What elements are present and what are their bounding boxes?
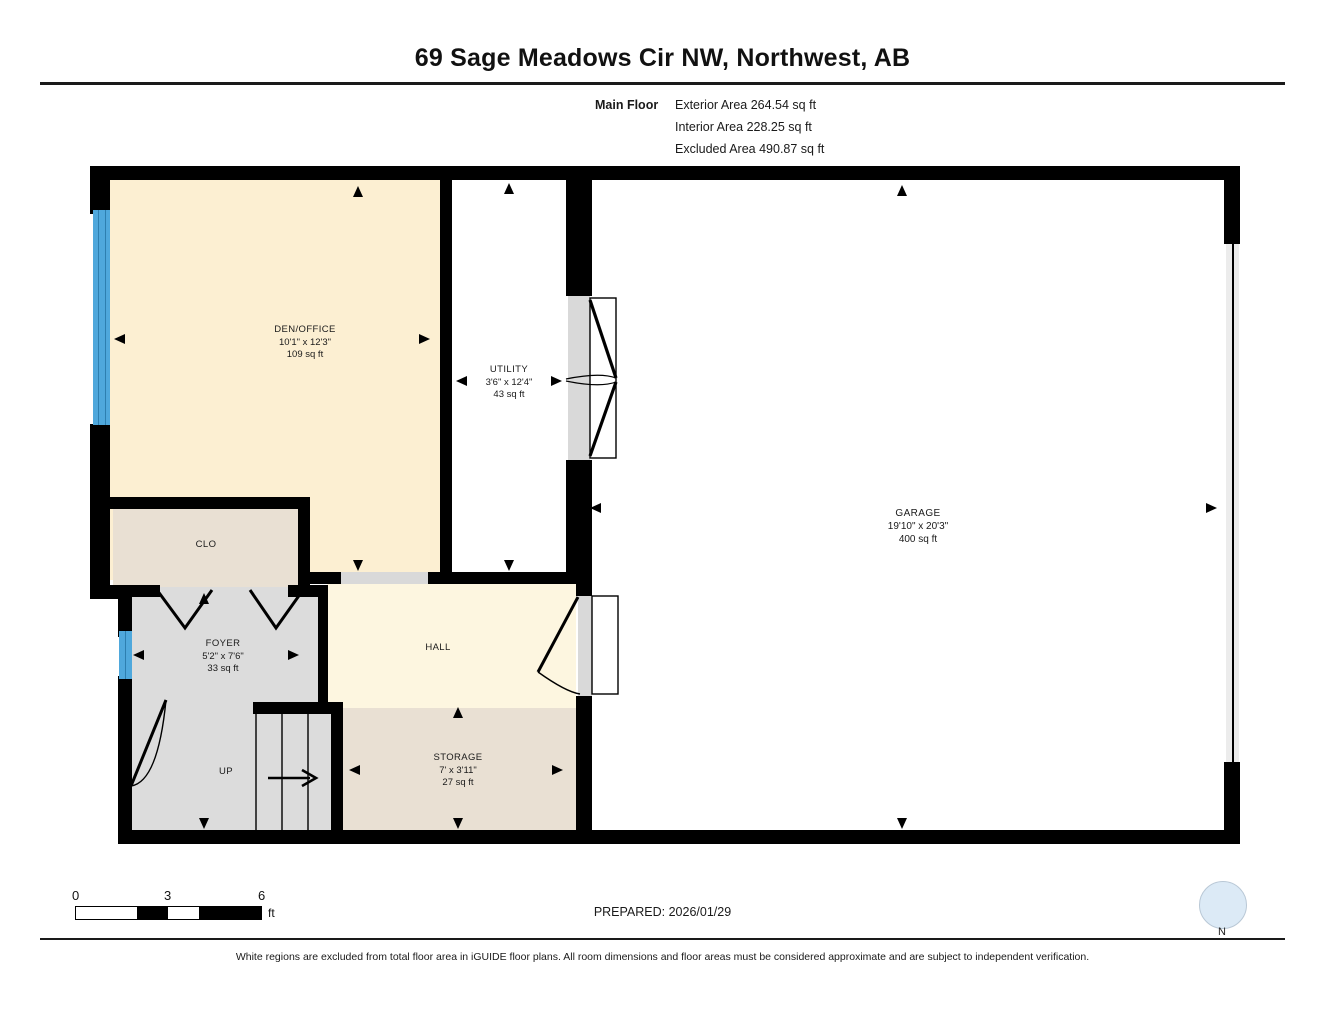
hall-name: HALL <box>425 642 451 653</box>
title-divider <box>40 82 1285 85</box>
den-office-dims: 10'1" x 12'3" <box>278 336 332 348</box>
dim-arrow-garage-left <box>590 503 601 513</box>
scale-seg-2 <box>199 907 261 919</box>
den-office-area: 109 sq ft <box>286 349 324 360</box>
wall-hall-left <box>318 585 328 710</box>
room-label-utility: UTILITY 3'6" x 12'4" 43 sq ft <box>429 364 589 402</box>
wall-exterior-top <box>90 166 1240 180</box>
wall-exterior-left-lower <box>118 587 132 637</box>
disclaimer-text: White regions are excluded from total fl… <box>235 951 1090 963</box>
scale-unit-label: ft <box>268 906 275 920</box>
dim-arrow-den-right <box>419 334 430 344</box>
window-foyer-left-mull <box>125 631 126 679</box>
storage-name: STORAGE <box>433 752 483 763</box>
wall-storage-left <box>331 702 343 832</box>
floor-label: Main Floor <box>595 98 659 112</box>
storage-dims: 7' x 3'11" <box>439 764 477 776</box>
stairs-up-text: UP <box>219 766 233 777</box>
room-label-storage: STORAGE 7' x 3'11" 27 sq ft <box>378 752 538 790</box>
foyer-dims: 5'2" x 7'6" <box>202 650 244 662</box>
dim-arrow-utility-right <box>551 376 562 386</box>
utility-name: UTILITY <box>489 364 529 375</box>
prepared-date: PREPARED: 2026/01/29 <box>593 905 732 919</box>
den-office-name: DEN/OFFICE <box>274 324 336 335</box>
scale-tick-3: 3 <box>164 888 172 903</box>
garage-dims: 19'10" x 20'3" <box>887 521 949 532</box>
stairs-fill <box>255 710 335 832</box>
excluded-area-text: Excluded Area 490.87 sq ft <box>675 142 825 156</box>
room-label-garage: GARAGE 19'10" x 20'3" 400 sq ft <box>828 507 1008 546</box>
dim-arrow-foyer-right <box>288 650 299 660</box>
dim-arrow-utility-bottom <box>504 560 514 571</box>
scale-seg-1 <box>137 907 168 919</box>
room-label-foyer: FOYER 5'2" x 7'6" 33 sq ft <box>143 638 303 676</box>
dim-arrow-foyer-top <box>199 593 209 604</box>
wall-hall-right-lower <box>576 696 592 842</box>
wall-exterior-left-upper <box>90 166 110 214</box>
room-utility-fill <box>452 178 566 580</box>
dim-arrow-den-top <box>353 186 363 197</box>
wall-closet-bottom-left <box>118 585 160 597</box>
room-garage-fill <box>592 178 1224 828</box>
dim-arrow-storage-right <box>552 765 563 775</box>
compass-north-label: N <box>1218 926 1226 938</box>
room-label-hall: HALL <box>378 642 498 655</box>
wall-exterior-left-bottom <box>118 676 132 842</box>
den-opening-panel <box>341 572 428 584</box>
footer-divider <box>40 938 1285 940</box>
dim-arrow-foyer-bottom <box>199 818 209 829</box>
room-closet-fill <box>113 507 299 587</box>
room-label-den-office: DEN/OFFICE 10'1" x 12'3" 109 sq ft <box>215 324 395 362</box>
dim-arrow-den-left <box>114 334 125 344</box>
dim-arrow-utility-top <box>504 183 514 194</box>
garage-entry-door-panel <box>578 596 592 696</box>
dim-arrow-foyer-left <box>133 650 144 660</box>
exterior-area-text: Exterior Area 264.54 sq ft <box>675 98 817 112</box>
scale-bar <box>75 906 262 920</box>
wall-den-bottom-2 <box>428 572 576 584</box>
scale-tick-6: 6 <box>258 888 266 903</box>
wall-utility-notch <box>566 260 592 296</box>
utility-area: 43 sq ft <box>493 389 525 400</box>
closet-name: CLO <box>195 539 217 550</box>
window-den-left <box>93 210 110 425</box>
scale-tick-0: 0 <box>72 888 80 903</box>
wall-closet-top <box>104 497 310 509</box>
wall-closet-right <box>298 497 310 589</box>
garage-area: 400 sq ft <box>898 534 938 545</box>
wall-hall-right-upper <box>576 580 592 596</box>
dim-arrow-utility-left <box>456 376 467 386</box>
page-title: 69 Sage Meadows Cir NW, Northwest, AB <box>414 44 911 72</box>
utility-dims: 3'6" x 12'4" <box>485 376 533 388</box>
dim-arrow-garage-right <box>1206 503 1217 513</box>
wall-stairs-top <box>253 702 343 714</box>
room-label-closet: CLO <box>126 539 286 552</box>
dim-arrow-garage-bottom <box>897 818 907 829</box>
garage-door-line <box>1232 244 1234 762</box>
dim-arrow-storage-top <box>453 707 463 718</box>
storage-area: 27 sq ft <box>442 777 474 788</box>
stairs-direction-label: UP <box>196 766 256 779</box>
area-list: Exterior Area 264.54 sq ft Interior Area… <box>675 94 824 160</box>
dim-arrow-garage-top <box>897 185 907 196</box>
wall-exterior-left-mid <box>90 424 110 599</box>
wall-exterior-right-top <box>1224 166 1240 244</box>
wall-exterior-bottom <box>118 830 1240 844</box>
interior-area-text: Interior Area 228.25 sq ft <box>675 120 812 134</box>
wall-den-right <box>440 178 452 580</box>
dim-arrow-storage-left <box>349 765 360 775</box>
room-hall-fill <box>327 580 576 708</box>
dim-arrow-den-bottom <box>353 560 363 571</box>
room-storage-fill <box>340 708 576 832</box>
dim-arrow-storage-bottom <box>453 818 463 829</box>
wall-utility-right-lower <box>566 460 592 580</box>
garage-name: GARAGE <box>895 508 941 519</box>
wall-exterior-right-bottom <box>1224 762 1240 844</box>
window-den-left-mull-2 <box>105 210 106 425</box>
compass-rose <box>1199 881 1247 929</box>
window-den-left-mull-1 <box>98 210 99 425</box>
foyer-name: FOYER <box>205 638 241 649</box>
foyer-area: 33 sq ft <box>207 663 239 674</box>
